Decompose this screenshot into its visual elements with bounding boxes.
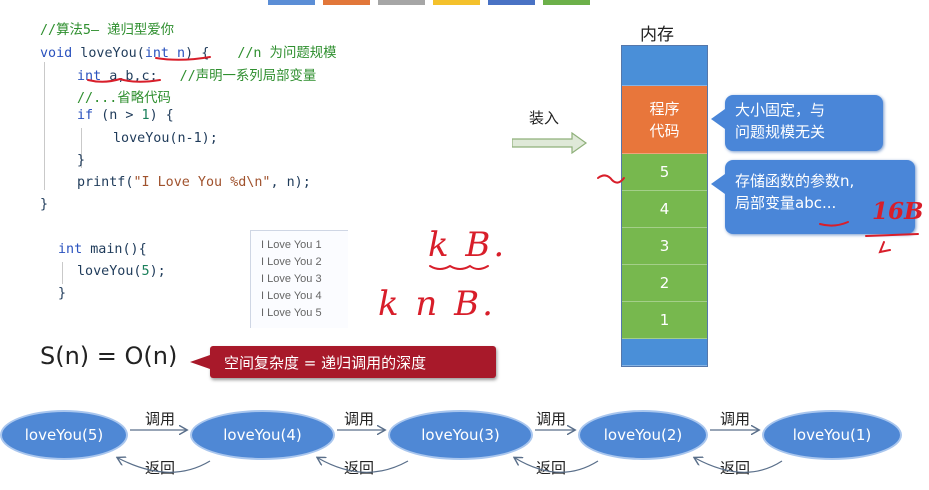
if-cond-num: 1 [141,108,150,123]
space-complexity-banner: 空间复杂度 = 递归调用的深度 [190,346,496,378]
output-line: I Love You 1 [261,239,322,251]
local-vars: a,b,c; [101,69,158,84]
main-call-num: 5 [141,264,150,279]
program-code-line1: 程序 [649,99,680,118]
stack-frame: 2 [622,265,707,302]
stack-frame: 3 [622,228,707,265]
load-arrow-icon [512,132,588,154]
if-keyword: if [77,108,94,123]
call-label: 调用 [344,410,375,428]
main-signature: main(){ [82,242,147,257]
stack-frame: 5 [622,154,707,191]
color-tab-5[interactable] [488,0,535,5]
param-int-n: int n [144,46,186,61]
code-line-if: if (n > 1) { [77,108,174,123]
call-label: 调用 [145,410,176,428]
main-int-keyword: int [58,242,83,257]
printf-string: "I Love You %d\n" [133,175,271,190]
code-line-recursive-call: loveYou(n-1); [113,131,218,146]
space-formula: S(n) = O(n) [40,342,178,370]
handwritten-knb: k n B. [378,284,496,324]
color-tab-1[interactable] [268,0,315,5]
call-node: loveYou(2) [578,410,708,460]
code-line-signature: void loveYou(int n) { //n 为问题规模 [40,41,337,61]
void-keyword: void [40,46,73,61]
load-label: 装入 [529,109,560,127]
color-tab-6[interactable] [543,0,590,5]
function-name: loveYou( [72,46,145,61]
return-label: 返回 [720,459,751,477]
callout-params-line1: 存储函数的参数n, [735,172,855,190]
memory-program-code: 程序 代码 [622,86,707,154]
signature-end: ) { [185,46,210,61]
code-line-close-if: } [77,153,86,168]
printf-call: printf( [77,175,134,190]
int-keyword: int [77,69,102,84]
memory-free-bottom [622,339,707,366]
console-output: I Love You 1 I Love You 2 I Love You 3 I… [250,230,348,328]
code-line-omit: //...省略代码 [77,91,171,106]
handwritten-kb: k B. [428,225,508,265]
return-label: 返回 [344,459,375,477]
return-label: 返回 [536,459,567,477]
code-line-close-fn: } [40,197,49,212]
callout-fixed-size: 大小固定，与 问题规模无关 [711,95,883,151]
indent-guide [44,62,45,190]
indent-guide [62,262,63,284]
output-line: I Love You 3 [261,273,322,285]
top-color-bar [268,0,590,5]
call-node: loveYou(3) [388,410,533,460]
code-line-decl: int a,b,c; //声明一系列局部变量 [77,64,316,84]
main-call-b: ); [149,264,166,279]
call-label: 调用 [720,410,751,428]
output-line: I Love You 2 [261,256,322,268]
memory-title: 内存 [640,25,674,45]
color-tab-4[interactable] [433,0,480,5]
indent-guide [81,128,82,168]
code-line-main-call: loveYou(5); [77,264,166,279]
color-tab-3[interactable] [378,0,425,5]
main-call-a: loveYou( [77,264,142,279]
return-label: 返回 [145,459,176,477]
call-label: 调用 [536,410,567,428]
call-node: loveYou(1) [762,410,902,460]
if-cond-a: (n > [93,108,142,123]
handwritten-16b: 16B [872,198,924,225]
memory-diagram: 程序 代码 5 4 3 2 1 [621,45,708,367]
memory-free-top [622,46,707,86]
output-line: I Love You 4 [261,290,322,302]
stack-frame: 4 [622,191,707,228]
return-arrows [118,458,783,473]
code-title-comment: //算法5— 递归型爱你 [40,23,175,38]
program-code-line2: 代码 [649,121,680,140]
code-line-main: int main(){ [58,242,147,257]
call-node: loveYou(4) [190,410,335,460]
output-line: I Love You 5 [261,307,322,319]
callout-fixed-line1: 大小固定，与 [735,101,826,119]
color-tab-2[interactable] [323,0,370,5]
printf-args: , n); [270,175,311,190]
stack-frame: 1 [622,302,707,339]
signature-comment: //n 为问题规模 [237,46,337,61]
callout-fixed-line2: 问题规模无关 [735,123,826,141]
code-line-printf: printf("I Love You %d\n", n); [77,175,311,190]
decl-comment: //声明一系列局部变量 [179,69,317,84]
callout-params-line2: 局部变量abc... [735,194,837,212]
call-node: loveYou(5) [0,410,128,460]
code-line-main-close: } [58,286,67,301]
if-cond-b: ) { [149,108,174,123]
